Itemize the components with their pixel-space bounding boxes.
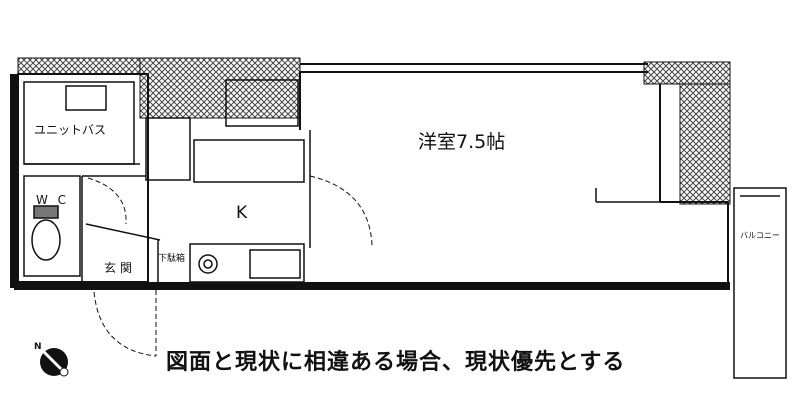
unit-bath: [23, 81, 140, 165]
door-swings: [87, 175, 373, 357]
wc-room: [23, 175, 81, 277]
unit-bath-label: ユニットバス: [34, 123, 107, 137]
closet: [225, 79, 299, 127]
balcony-label: バルコニー: [740, 231, 780, 240]
outer-walls: [17, 63, 729, 285]
wc-label: W C: [36, 193, 70, 207]
main-room-label: 洋室7.5帖: [418, 131, 506, 153]
kitchen-counters: [145, 117, 305, 283]
west-wall: [10, 74, 18, 288]
footer-note: 図面と現状に相違ある場合、現状優先とする: [166, 350, 626, 375]
partitions: [81, 130, 660, 282]
kitchen-label: K: [236, 203, 248, 223]
compass-icon: [40, 348, 69, 377]
balcony: [733, 187, 787, 379]
entrance-label: 玄関: [104, 261, 137, 275]
shoe-box-label: 下駄箱: [158, 254, 186, 264]
structural-walls: [17, 57, 731, 205]
south-wall: [14, 282, 730, 290]
compass-north-label: N: [34, 342, 42, 352]
